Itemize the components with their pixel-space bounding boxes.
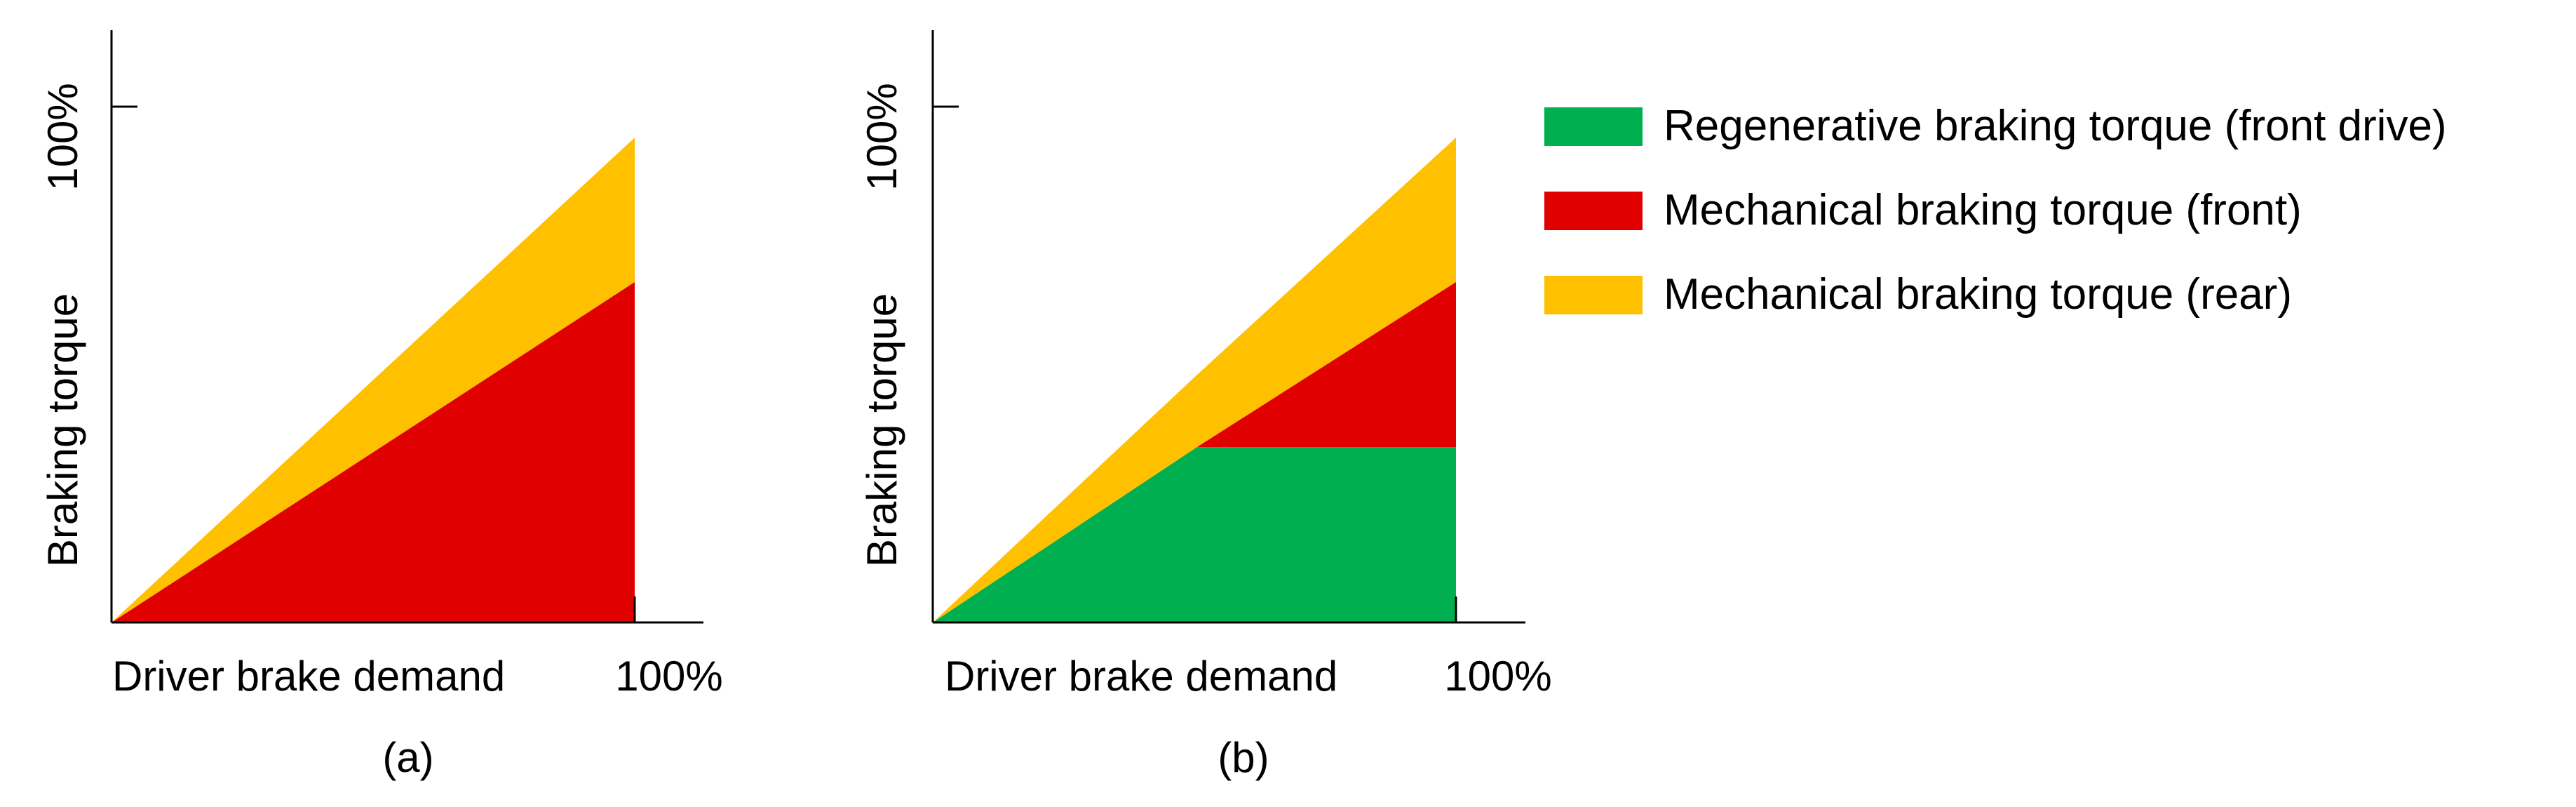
legend-label-mech-front: Mechanical braking torque (front) — [1664, 186, 2302, 234]
panel-b-y-axis-label: Braking torque — [858, 293, 905, 567]
legend-swatch-mech-rear — [1544, 276, 1643, 314]
panel-a-y-axis-label: Braking torque — [39, 293, 86, 567]
panel-a-x-tick-label: 100% — [615, 653, 722, 700]
legend: Regenerative braking torque (front drive… — [1544, 102, 2447, 319]
legend-swatch-regen — [1544, 107, 1643, 146]
panel-b-area-mech-front — [933, 281, 1456, 622]
panel-b: 100% Braking torque Driver brake demand … — [858, 30, 1552, 781]
panel-a: 100% Braking torque Driver brake demand … — [39, 30, 723, 781]
panel-a-y-tick-label: 100% — [39, 83, 86, 190]
panel-b-area-mech-rear — [933, 138, 1456, 623]
legend-label-regen: Regenerative braking torque (front drive… — [1664, 102, 2447, 150]
panel-b-areas — [933, 138, 1456, 623]
panel-a-area-mech-rear — [112, 138, 635, 623]
panel-b-area-regen — [933, 447, 1456, 622]
panel-b-y-tick-label: 100% — [858, 83, 905, 190]
panel-b-caption: (b) — [1218, 734, 1269, 781]
panel-a-x-axis-label: Driver brake demand — [112, 653, 505, 700]
legend-swatch-mech-front — [1544, 192, 1643, 230]
legend-label-mech-rear: Mechanical braking torque (rear) — [1664, 270, 2292, 319]
panel-a-caption: (a) — [382, 734, 433, 781]
panel-b-x-axis-label: Driver brake demand — [945, 653, 1337, 700]
panel-a-areas — [112, 138, 635, 623]
panel-b-x-tick-label: 100% — [1444, 653, 1551, 700]
